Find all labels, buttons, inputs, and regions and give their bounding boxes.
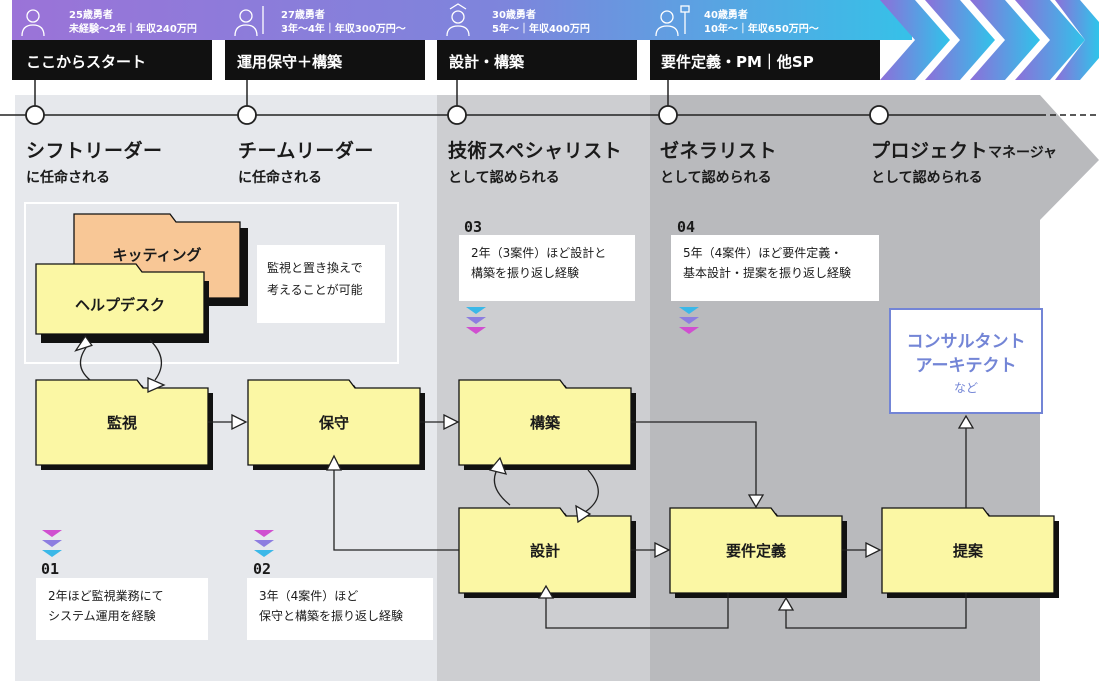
hero-level-2: 27歳勇者 [281,10,325,21]
hero-level-4: 40歳勇者 [704,10,748,21]
group-frame [24,202,399,364]
folder-helpdesk [35,263,209,343]
step-note-02: 3年（4案件）ほど 保守と構築を振り返し経験 [247,578,433,640]
stage-title-3: 設計・構築 [449,53,525,71]
node-kouchiku: 構築 [529,414,560,432]
hero-icon-4 [655,5,690,37]
node-teian: 提案 [952,542,983,560]
step-markers [42,307,699,557]
step-note-03: 2年（3案件）ほど設計と 構築を振り返し経験 [459,235,635,301]
stage-title-2: 運用保守＋構築 [237,53,343,71]
stage-title-4: 要件定義・PM｜他SP [661,53,814,71]
node-youken: 要件定義 [725,542,786,560]
hero-level-3: 30歳勇者 [492,10,536,21]
node-helpdesk: ヘルプデスク [74,296,165,314]
role-1: シフトリーダー に任命される [26,140,163,186]
consultant-box: コンサルタント アーキテクト など [889,308,1043,414]
step-num-02: 02 [253,560,272,578]
hero-detail-2: 3年〜4年｜年収300万円〜 [281,24,406,35]
node-kanshi: 監視 [106,414,137,432]
step-num-04: 04 [677,218,696,236]
step-note-01: 2年ほど監視業務にて システム運用を経験 [36,578,208,640]
hero-detail-4: 10年〜｜年収650万円〜 [704,24,819,35]
step-num-03: 03 [464,218,483,236]
note-replace: 監視と置き換えで 考えることが可能 [257,245,385,323]
node-sekkei: 設計 [529,542,560,560]
step-num-01: 01 [41,560,60,578]
role-2: チームリーダー に任命される [238,140,374,186]
progress-chevrons [880,0,1099,80]
stage-title-1: ここからスタート [26,53,147,71]
node-hoshu: 保守 [318,414,349,432]
role-5: プロジェクトマネージャ として認められる [871,140,1058,186]
hero-icon-2 [234,6,264,37]
hero-icon-3 [446,3,470,37]
step-note-04: 5年（4案件）ほど要件定義・ 基本設計・提案を振り返し経験 [671,235,879,301]
role-4: ゼネラリスト として認められる [660,140,778,186]
hero-level-1: 25歳勇者 [69,10,113,21]
hero-detail-1: 未経験〜2年｜年収240万円 [69,24,197,35]
node-kitting: キッティング [112,246,202,264]
hero-icon-1 [21,9,45,37]
hero-detail-3: 5年〜｜年収400万円 [492,24,590,35]
role-3: 技術スペシャリスト として認められる [448,140,623,186]
